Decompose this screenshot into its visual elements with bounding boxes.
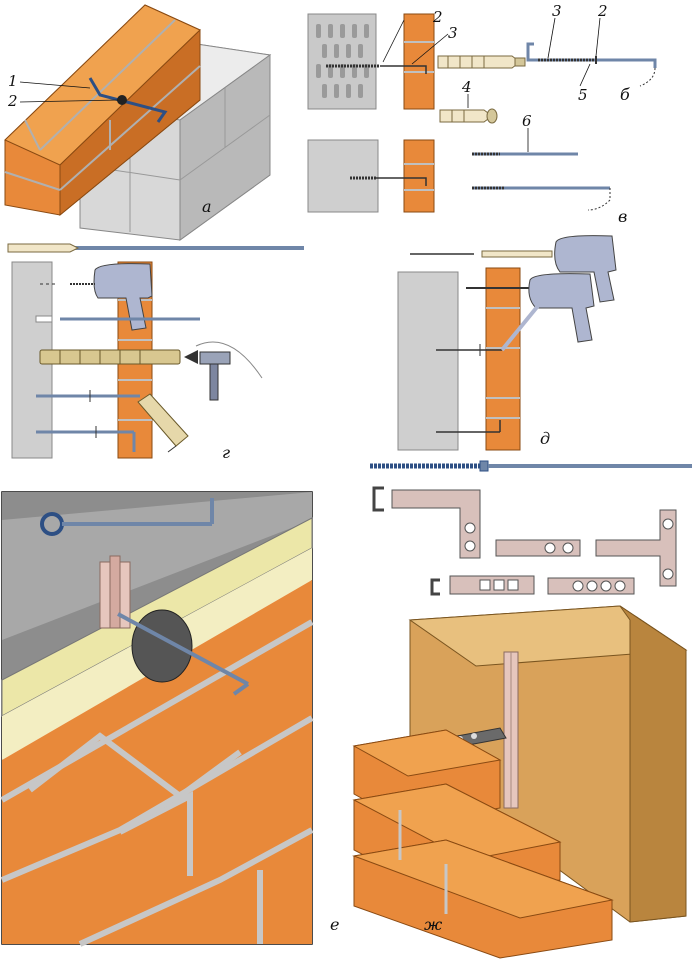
panel-label-g: г <box>222 443 230 462</box>
panel-zh-channel-ties: ж <box>352 460 692 959</box>
panel-label-zh: ж <box>424 915 443 934</box>
eye-hook-icon <box>40 498 214 536</box>
panel-b-anchor-parts: 2 3 4 3 2 5 б <box>307 2 657 124</box>
callout-v-6: 6 <box>522 112 532 130</box>
callout-b-3: 3 <box>448 24 458 42</box>
callout-b-4: 4 <box>461 78 472 96</box>
panel-label-v: в <box>618 207 627 226</box>
panel-label-d: д <box>540 429 550 448</box>
panel-label-b: б <box>620 85 630 104</box>
callout-2: 2 <box>7 92 18 110</box>
hammer-icon <box>195 341 263 401</box>
panel-e-insulated-wall: е <box>0 491 339 947</box>
drill-icon <box>40 263 153 331</box>
callout-1: 1 <box>8 72 18 90</box>
panel-label-a: а <box>202 197 212 216</box>
panel-d-drilling-extension: д <box>397 235 617 451</box>
panel-v-screw-ties: 6 в <box>307 112 627 226</box>
panel-a-brick-block-tie: 1 2 а <box>4 4 272 241</box>
callout-b-3-right: 3 <box>552 2 562 20</box>
panel-g-drilling-sequence: г <box>7 243 304 462</box>
drill-icon <box>554 235 617 303</box>
callout-b-2-right: 2 <box>597 2 608 20</box>
callout-b-5: 5 <box>578 86 588 104</box>
drill-icon <box>528 273 595 343</box>
callout-b-2: 2 <box>432 8 443 26</box>
panel-label-e: е <box>330 915 339 934</box>
